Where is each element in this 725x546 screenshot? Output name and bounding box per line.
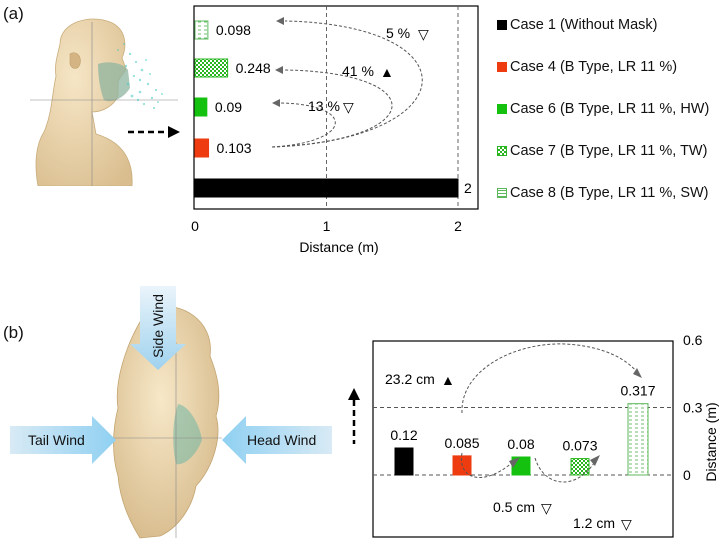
chart-a-bar xyxy=(194,97,208,117)
upward-arrow-icon xyxy=(348,388,360,444)
chart-b-annot-23cm-marker: ▲ xyxy=(441,372,455,388)
chart-a-data-label: 0.098 xyxy=(216,22,251,38)
chart-b-bar xyxy=(627,403,649,476)
panel-b-label: (b) xyxy=(3,323,24,342)
legend-swatch-case7 xyxy=(497,146,507,156)
legend-label-case7: Case 7 (B Type, LR 11 %, TW) xyxy=(510,143,708,159)
chart-a-data-label: 0.248 xyxy=(236,60,271,76)
legend-swatch-case4 xyxy=(497,62,507,72)
chart-b-ylabel: Distance (m) xyxy=(703,402,719,481)
legend-swatch-case6 xyxy=(497,104,507,114)
chart-a-data-label: 2 xyxy=(464,180,472,196)
chart-a-data-label: 0.09 xyxy=(215,99,242,115)
legend-item-case4: Case 4 (B Type, LR 11 %) xyxy=(497,58,677,76)
chart-a-frame xyxy=(193,5,479,210)
chart-a-bar xyxy=(194,20,209,40)
chart-b-annot-23cm: 23.2 cm xyxy=(385,371,435,387)
chart-b-data-label: 0.085 xyxy=(444,435,479,451)
chart-b-ytick-label: 0.6 xyxy=(683,332,703,348)
chart-a-annot-41pct-marker: ▲ xyxy=(380,64,394,80)
chart-a-xlabel: Distance (m) xyxy=(299,239,378,255)
chart-b-bar xyxy=(570,458,590,476)
chart-b-annot-05cm: 0.5 cm xyxy=(493,499,535,515)
chart-b-frame xyxy=(372,340,674,538)
chart-a-annot-13pct: 13 % xyxy=(308,98,340,114)
chart-a-bar xyxy=(194,138,210,158)
panel-a-label: (a) xyxy=(3,4,24,23)
chart-a-annot-5pct-marker: ▽ xyxy=(418,26,429,42)
chart-b-annot-12cm-marker: ▽ xyxy=(621,516,632,532)
chart-a-data-label: 0.103 xyxy=(217,140,252,156)
legend-swatch-case8 xyxy=(497,188,507,198)
chart-a-xtick-label: 0 xyxy=(191,218,199,234)
side-wind-label: Side Wind xyxy=(150,294,166,358)
legend-item-case1: Case 1 (Without Mask) xyxy=(497,16,657,34)
legend-swatch-case1 xyxy=(497,20,507,30)
chart-a-annot-5pct: 5 % xyxy=(386,25,410,41)
chart-b-data-label: 0.073 xyxy=(562,438,597,454)
chart-a-bar xyxy=(194,178,459,198)
chart-b-bar xyxy=(394,447,414,476)
head-wind-label: Head Wind xyxy=(247,432,317,448)
chart-a-annot-13pct-marker: ▽ xyxy=(343,99,354,115)
human-head-mask-illustration xyxy=(30,18,178,186)
chart-b-data-label: 0.12 xyxy=(390,427,417,443)
direction-arrow-icon xyxy=(128,126,180,138)
chart-b-ytick-label: 0 xyxy=(683,467,691,483)
chart-b-ytick-label: 0.3 xyxy=(683,400,703,416)
chart-a-xtick-label: 2 xyxy=(454,218,462,234)
chart-b-annot-12cm: 1.2 cm xyxy=(573,515,615,531)
chart-b-data-label: 0.317 xyxy=(620,383,655,399)
legend-item-case8: Case 8 (B Type, LR 11 %, SW) xyxy=(497,184,709,202)
chart-a-bar xyxy=(194,58,229,78)
chart-b-annot-05cm-marker: ▽ xyxy=(541,500,552,516)
chart-b-data-label: 0.08 xyxy=(507,436,534,452)
chart-a-horizontal-bars: 0.098 0.248 0.09 0.103 2 0 1 2 5 % ▽ 41 % ▲ 13… xyxy=(191,5,479,255)
legend-label-case8: Case 8 (B Type, LR 11 %, SW) xyxy=(510,185,709,201)
chart-b-annotation-arrows xyxy=(460,343,638,483)
chart-a-annot-41pct: 41 % xyxy=(342,63,374,79)
chart-a-xtick-label: 1 xyxy=(323,218,331,234)
tail-wind-label: Tail Wind xyxy=(28,432,85,448)
human-top-view-wind-illustration xyxy=(10,286,332,539)
legend-label-case4: Case 4 (B Type, LR 11 %) xyxy=(510,59,678,75)
legend-label-case1: Case 1 (Without Mask) xyxy=(510,17,658,33)
chart-a-annotation-arrows xyxy=(271,20,423,148)
legend-item-case6: Case 6 (B Type, LR 11 %, HW) xyxy=(497,100,709,118)
legend-item-case7: Case 7 (B Type, LR 11 %, TW) xyxy=(497,142,707,160)
legend-label-case6: Case 6 (B Type, LR 11 %, HW) xyxy=(510,101,710,117)
